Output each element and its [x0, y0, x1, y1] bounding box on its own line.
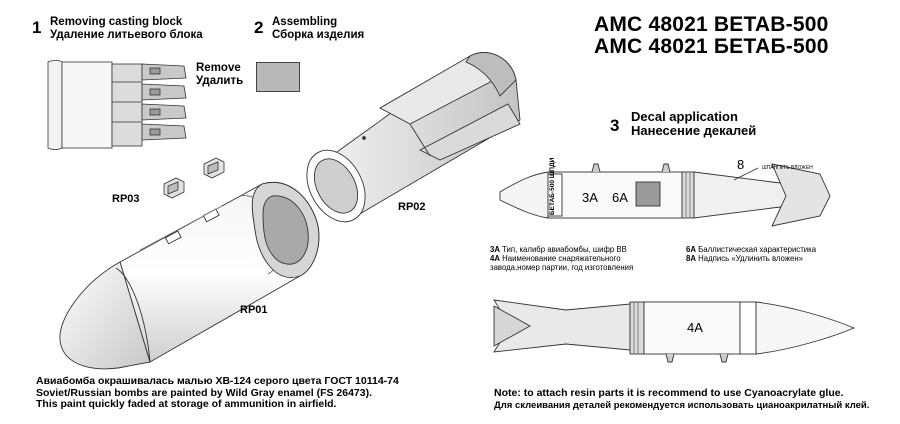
remove-label-ru: Удалить — [196, 75, 244, 87]
legend-item-4a: 4А Наименование снаряжательного завода,н… — [490, 254, 634, 272]
paint-note-ru: Авиабомба окрашивалась малью ХВ-124 серо… — [36, 375, 399, 387]
rp03-parts-drawing — [163, 157, 225, 199]
legend-item-8a: 8А Надпись «Удлинить вложен» — [686, 254, 803, 263]
paint-note-en-1: Soviet/Russian bombs are painted by Wild… — [36, 386, 373, 399]
step-1-title-ru: Удаление литьевого блока — [50, 29, 203, 41]
step-1-number: 1 — [32, 18, 42, 37]
step-2-number: 2 — [254, 18, 264, 37]
decal-legend-left: 3А Тип, калибр авиабомбы, шифр ВВ 4А Наи… — [490, 245, 666, 272]
paint-note-en-2: This paint quickly faded at storage of a… — [36, 398, 337, 410]
part-label-rp03: RP03 — [112, 193, 140, 205]
step-2-heading: Assembling Сборка изделия — [272, 16, 364, 42]
kit-title: АМС 48021 BETAB-500 АМС 48021 БЕТАБ-500 — [594, 14, 829, 58]
decal-bomb-bottom-drawing — [493, 299, 856, 363]
rp01-bomb-body-drawing — [59, 182, 320, 370]
remove-label-en: Remove — [196, 62, 241, 74]
decal-label-8: 8 — [737, 157, 745, 172]
part-label-rp02: RP02 — [398, 201, 426, 213]
decal-label-6a: 6А — [612, 190, 628, 205]
step-1-heading: Removing casting block Удаление литьевог… — [50, 16, 203, 42]
decal-stencil-vertical: БЕТАБ-500 ШПДИ — [549, 157, 556, 215]
part-label-rp01: RP01 — [240, 304, 268, 316]
step-3-heading: Decal application Нанесение декалей — [631, 110, 756, 138]
glue-note: Note: to attach resin parts it is recomm… — [494, 387, 894, 411]
step-2-title-ru: Сборка изделия — [272, 29, 365, 41]
kit-title-line-1: АМС 48021 BETAB-500 — [594, 13, 829, 36]
step-3-title-en: Decal application — [631, 109, 738, 124]
rp02-tail-drawing — [306, 52, 521, 223]
step-2-title-en: Assembling — [272, 16, 338, 28]
casting-block-drawing — [47, 60, 187, 150]
step-3-title-ru: Нанесение декалей — [631, 123, 757, 138]
glue-note-ru: Для склеивания деталей рекомендуется исп… — [494, 399, 870, 411]
remove-legend-text: Remove Удалить — [196, 62, 244, 88]
decal-bomb-top-drawing — [499, 163, 831, 227]
step-3-number: 3 — [610, 116, 620, 135]
remove-swatch — [256, 62, 300, 92]
decal-label-3a: 3А — [582, 190, 598, 205]
glue-note-en: Note: to attach resin parts it is recomm… — [494, 387, 844, 399]
step-1-title-en: Removing casting block — [50, 16, 183, 28]
kit-title-line-2: АМС 48021 БЕТАБ-500 — [594, 35, 829, 58]
decal-label-4a: 4А — [687, 320, 703, 335]
decal-legend-right: 6А Баллистическая характеристика 8А Надп… — [686, 245, 876, 263]
decal-tail-stencil: ШПАНГЕТЬ ВЛОЖЕН — [762, 165, 813, 171]
legend-item-6a: 6А Баллистическая характеристика — [686, 245, 817, 254]
paint-note: Авиабомба окрашивалась малью ХВ-124 серо… — [36, 375, 456, 411]
legend-item-3a: 3А Тип, калибр авиабомбы, шифр ВВ — [490, 245, 627, 254]
